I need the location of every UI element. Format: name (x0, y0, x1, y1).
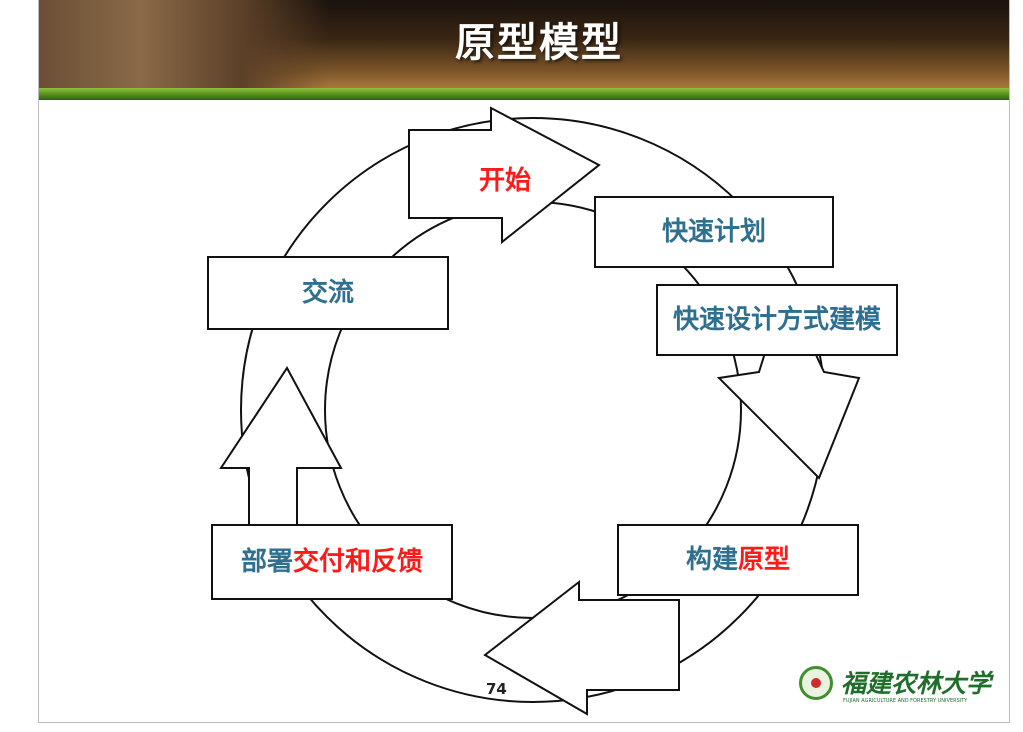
page-number: 74 (486, 680, 507, 698)
step-build-label-red: 原型 (738, 545, 791, 575)
step-communicate-label: 交流 (301, 278, 354, 308)
page-title: 原型模型 (455, 20, 623, 66)
step-communicate: 交流 (207, 256, 449, 330)
step-quick-design-label: 快速设计方式建模 (672, 305, 881, 335)
step-deploy-feedback: 部署交付和反馈 (211, 524, 453, 600)
university-logo: 福建农林大学 FUJIAN AGRICULTURE AND FORESTRY U… (799, 660, 999, 710)
university-name: 福建农林大学 (841, 669, 992, 698)
university-emblem-icon (799, 666, 833, 700)
step-deploy-label-blue: 部署 (240, 547, 293, 577)
cycle-diagram (219, 106, 861, 716)
slide: 原型模型 开始 快速计划 快速设计方式建模 构建原型 部署交付和反馈 交流 74… (38, 0, 1010, 723)
header-green-band (39, 88, 1009, 100)
step-quick-design: 快速设计方式建模 (656, 284, 898, 356)
step-build-label-blue: 构建 (685, 545, 738, 575)
header-hand-pen-image (39, 0, 329, 88)
start-label: 开始 (479, 166, 532, 196)
step-quick-plan-label: 快速计划 (661, 217, 766, 247)
header-banner: 原型模型 (39, 0, 1009, 88)
arrow-bottom (483, 579, 680, 716)
step-build-prototype: 构建原型 (617, 524, 859, 596)
university-subtitle: FUJIAN AGRICULTURE AND FORESTRY UNIVERSI… (843, 698, 968, 704)
step-deploy-label-red: 交付和反馈 (293, 547, 424, 577)
arrow-top (408, 106, 601, 245)
step-quick-plan: 快速计划 (594, 196, 834, 268)
